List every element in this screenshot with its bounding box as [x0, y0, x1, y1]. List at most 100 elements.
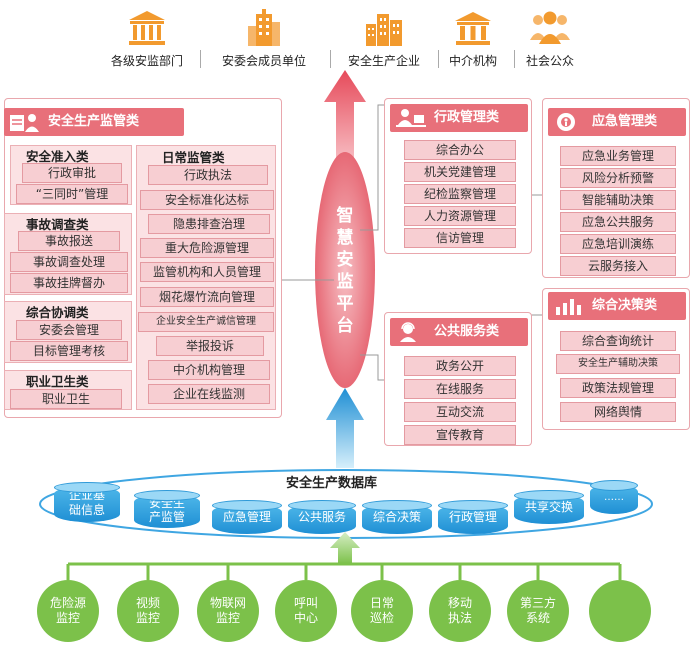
- item-occupational-health: 职业卫生: [10, 389, 122, 409]
- item-production-decision: 安全生产辅助决策: [556, 354, 680, 374]
- divider: [200, 50, 201, 68]
- divider: [330, 50, 331, 68]
- platform-graphic: [315, 70, 375, 468]
- item-regulations: 政策法规管理: [560, 378, 676, 398]
- source-hazard-monitoring: 危险源 监控: [37, 580, 99, 642]
- panel-title: 综合决策类: [592, 298, 658, 313]
- source-third-party: 第三方 系统: [507, 580, 569, 642]
- panel-title: 行政管理类: [434, 110, 500, 125]
- item-law-enforcement: 行政执法: [148, 165, 268, 185]
- item-accident-report: 事故报送: [18, 231, 120, 251]
- item-major-hazard: 重大危险源管理: [140, 238, 274, 258]
- bar-chart-icon: [556, 299, 581, 315]
- item-petitions: 信访管理: [404, 228, 516, 248]
- db-public-service: 公共服务: [288, 500, 356, 534]
- panel-title: 应急管理类: [592, 114, 658, 129]
- source-video-monitoring: 视频 监控: [117, 580, 179, 642]
- group-title: 事故调查类: [26, 217, 89, 232]
- item-enterprise-credit: 企业安全生产诚信管理: [138, 312, 274, 332]
- org-enterprises: 安全生产企业: [334, 8, 434, 69]
- connector-lines: [280, 104, 390, 381]
- org-safety-departments: 各级安监部门: [97, 8, 197, 69]
- group-title: 职业卫生类: [26, 374, 89, 389]
- inspector-icon: [10, 114, 39, 132]
- source-mobile-enforcement: 移动 执法: [429, 580, 491, 642]
- org-intermediaries: 中介机构: [423, 8, 523, 69]
- item-public-opinion: 网络舆情: [560, 402, 676, 422]
- item-accident-investigation: 事故调查处理: [10, 252, 128, 272]
- item-party-building: 机关党建管理: [404, 162, 516, 182]
- item-agency-personnel: 监管机构和人员管理: [140, 262, 274, 282]
- panel-header: 行政管理类: [390, 104, 528, 132]
- item-query-statistics: 综合查询统计: [560, 331, 676, 351]
- item-risk-warning: 风险分析预警: [560, 168, 676, 188]
- item-interaction: 互动交流: [404, 402, 516, 422]
- db-emergency: 应急管理: [212, 500, 282, 534]
- item-office: 综合办公: [404, 140, 516, 160]
- divider: [438, 50, 439, 68]
- org-label: 社会公众: [525, 54, 574, 68]
- db-sharing: 共享交换: [514, 490, 584, 524]
- item-cloud-access: 云服务接入: [560, 256, 676, 276]
- panel-title: 安全生产监管类: [48, 114, 140, 129]
- item-standardization: 安全标准化达标: [140, 190, 274, 210]
- skyscraper-icon: [248, 9, 280, 46]
- platform-bubble: [315, 152, 375, 388]
- institution-icon: [455, 12, 491, 45]
- panel-header: 应急管理类: [548, 108, 686, 136]
- org-label: 各级安监部门: [110, 54, 183, 68]
- panel-title: 公共服务类: [434, 324, 500, 339]
- item-emergency-business: 应急业务管理: [560, 146, 676, 166]
- item-online-monitoring: 企业在线监测: [148, 384, 270, 404]
- org-label: 安委会成员单位: [221, 54, 306, 68]
- source-empty: [589, 580, 651, 642]
- item-emergency-training: 应急培训演练: [560, 234, 676, 254]
- customer-service-icon: [400, 322, 416, 342]
- group-title: 安全准入类: [26, 149, 89, 164]
- item-target-assessment: 目标管理考核: [10, 341, 128, 361]
- arrow-up-icon: [330, 532, 360, 564]
- item-admin-approval: 行政审批: [22, 163, 122, 183]
- database-title: 安全生产数据库: [286, 476, 378, 491]
- item-complaints: 举报投诉: [156, 336, 264, 356]
- city-buildings-icon: [366, 14, 402, 46]
- org-label: 安全生产企业: [347, 54, 420, 68]
- db-more: ……: [590, 480, 638, 514]
- group-title: 日常监管类: [162, 150, 225, 165]
- panel-header: 综合决策类: [548, 292, 686, 320]
- item-intermediary-management: 中介机构管理: [148, 360, 270, 380]
- government-building-icon: [129, 11, 165, 45]
- item-fireworks-flow: 烟花爆竹流向管理: [140, 287, 274, 307]
- db-enterprise-info: 企业基础信息: [54, 482, 120, 522]
- arrow-up-icon: [324, 70, 366, 158]
- arrow-up-icon: [326, 388, 364, 468]
- item-online-service: 在线服务: [404, 379, 516, 399]
- platform-label: 智慧安监平台: [336, 206, 354, 336]
- org-public: 社会公众: [500, 8, 600, 69]
- item-three-simultaneous: “三同时”管理: [16, 184, 128, 204]
- panel-header: 公共服务类: [390, 318, 528, 346]
- db-decision: 综合决策: [362, 500, 432, 534]
- db-administration: 行政管理: [438, 500, 508, 534]
- item-publicity: 宣传教育: [404, 425, 516, 445]
- org-label: 中介机构: [448, 54, 497, 68]
- item-gov-affairs: 政务公开: [404, 356, 516, 376]
- item-hr: 人力资源管理: [404, 206, 516, 226]
- org-committee-members: 安委会成员单位: [214, 8, 314, 69]
- source-tree-lines: [66, 532, 622, 580]
- source-daily-inspection: 日常 巡检: [351, 580, 413, 642]
- divider: [514, 50, 515, 68]
- item-committee-management: 安委会管理: [16, 320, 122, 340]
- db-safety-supervision: 安全生产监管: [134, 490, 200, 528]
- people-group-icon: [530, 11, 570, 44]
- item-hazard-screening: 隐患排查治理: [148, 214, 270, 234]
- group-title: 综合协调类: [26, 305, 89, 320]
- item-discipline: 纪检监察管理: [404, 184, 516, 204]
- source-iot-monitoring: 物联网 监控: [197, 580, 259, 642]
- panel-header: 安全生产监管类: [4, 108, 184, 136]
- emergency-gear-icon: [557, 113, 575, 131]
- source-call-center: 呼叫 中心: [275, 580, 337, 642]
- item-emergency-public-service: 应急公共服务: [560, 212, 676, 232]
- item-accident-supervision: 事故挂牌督办: [10, 273, 128, 293]
- desk-worker-icon: [396, 109, 426, 127]
